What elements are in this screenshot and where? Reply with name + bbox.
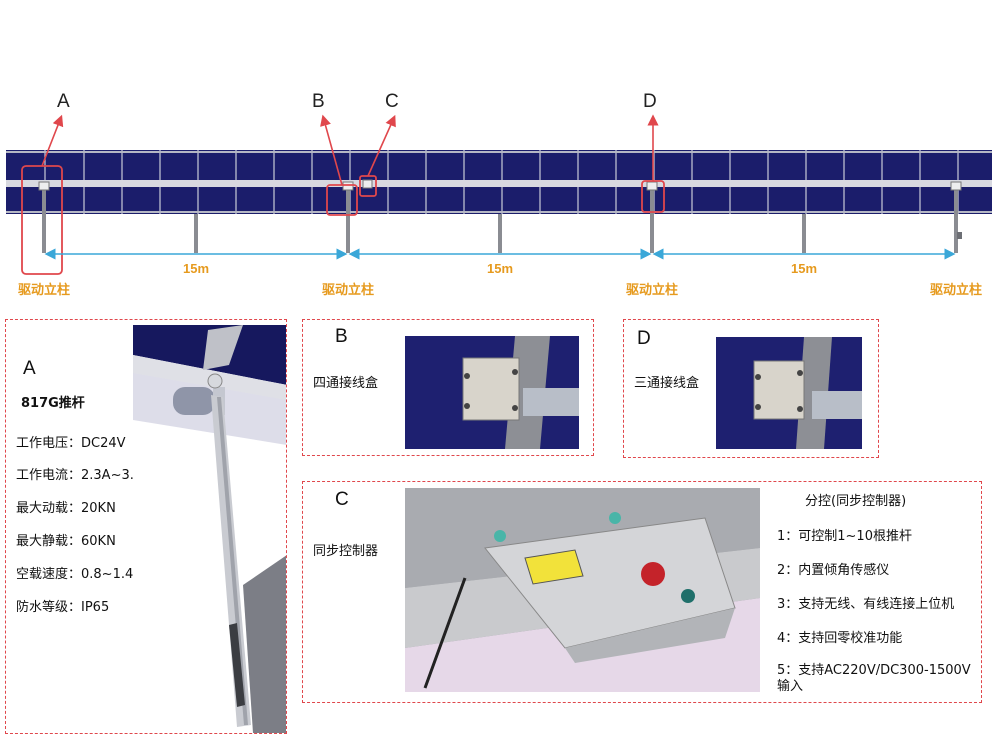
spec-waterproof: 防水等级：IP65 (16, 600, 110, 615)
panel-a-letter: A (23, 358, 36, 379)
spec-speed: 空载速度：0.8~1.4mm/s (16, 567, 170, 582)
panel-b-letter: B (335, 326, 348, 347)
three-way-junction-box-image (716, 337, 862, 449)
post-label-1: 驱动立柱 (18, 283, 71, 298)
feature-3: 3：支持无线、有线连接上位机 (777, 597, 955, 612)
tracker-overview-diagram (6, 114, 992, 275)
sync-controller-image (405, 488, 760, 692)
panel-d: D 三通接线盒 (623, 319, 879, 458)
post-label-3: 驱动立柱 (626, 283, 679, 298)
feature-2: 2：内置倾角传感仪 (777, 563, 890, 578)
panel-a-title: 817G推杆 (21, 396, 85, 411)
solar-panel-array (6, 150, 992, 214)
callout-letter-d: D (643, 91, 657, 112)
feature-title: 分控(同步控制器) (805, 494, 907, 509)
panel-c: C 同步控制器 分控(同步控制器) 1：可控制1~10根推杆 2：内置倾角传感仪… (302, 481, 982, 703)
spec-current: 工作电流：2.3A~3.8A (16, 468, 152, 483)
panel-b-label: 四通接线盒 (313, 376, 379, 391)
spec-voltage: 工作电压：DC24V (16, 436, 126, 451)
panel-b: B 四通接线盒 (302, 319, 594, 456)
feature-5-cont: 输入 (777, 679, 804, 694)
feature-1: 1：可控制1~10根推杆 (777, 529, 912, 544)
feature-5: 5：支持AC220V/DC300-1500V (777, 663, 971, 678)
panel-c-letter: C (335, 489, 349, 510)
post-label-2: 驱动立柱 (322, 283, 375, 298)
post-label-4: 驱动立柱 (930, 283, 983, 298)
drive-heads (38, 179, 962, 191)
four-way-junction-box-image (405, 336, 579, 449)
span-label-2: 15m (487, 261, 514, 276)
actuator-illustration (133, 325, 286, 733)
panel-c-label: 同步控制器 (313, 544, 379, 559)
callout-letter-c: C (385, 91, 399, 112)
callout-letter-a: A (57, 91, 70, 112)
feature-4: 4：支持回零校准功能 (777, 631, 903, 646)
span-label-3: 15m (791, 261, 818, 276)
panel-d-label: 三通接线盒 (634, 376, 700, 391)
spec-static-load: 最大静载：60KN (16, 534, 116, 549)
support-posts (42, 187, 962, 253)
span-label-1: 15m (183, 261, 210, 276)
panel-d-letter: D (637, 328, 651, 349)
spec-dynamic-load: 最大动载：20KN (16, 501, 116, 516)
callout-arrows (41, 114, 659, 186)
callout-letter-b: B (312, 91, 325, 112)
panel-a: A 817G推杆 工作电压：DC24V 工作电流：2.3A~3.8A 最大动载：… (5, 319, 287, 734)
